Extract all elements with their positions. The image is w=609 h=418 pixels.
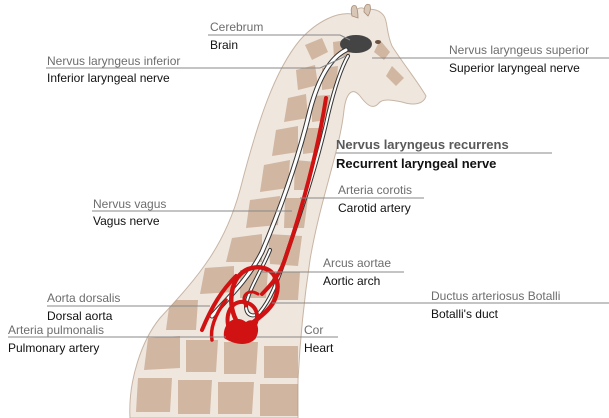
label-vagus-common: Vagus nerve [93,214,160,228]
label-aortic-arch-latin: Arcus aortae [323,256,391,270]
heart-shape [224,319,258,344]
label-carotid-latin: Arteria corotis [338,183,412,197]
label-recurrent-laryngeal-common: Recurrent laryngeal nerve [336,156,496,172]
label-recurrent-laryngeal-latin: Nervus laryngeus recurrens [336,137,509,153]
label-ductus-latin: Ductus arteriosus Botalli [431,289,560,303]
label-cerebrum-latin: Cerebrum [210,20,263,34]
label-inferior-laryngeal-latin: Nervus laryngeus inferior [47,54,180,68]
label-pulmonary-latin: Arteria pulmonalis [8,323,104,337]
label-dorsal-aorta-common: Dorsal aorta [47,309,112,323]
label-heart-latin: Cor [304,323,323,337]
label-cerebrum-common: Brain [210,38,238,52]
label-superior-laryngeal-common: Superior laryngeal nerve [449,61,580,75]
label-inferior-laryngeal-common: Inferior laryngeal nerve [47,71,170,85]
ossicone-shape [351,5,358,18]
label-pulmonary-common: Pulmonary artery [8,341,99,355]
label-aortic-arch-common: Aortic arch [323,274,380,288]
label-carotid-common: Carotid artery [338,201,411,215]
label-vagus-latin: Nervus vagus [93,197,166,211]
label-dorsal-aorta-latin: Aorta dorsalis [47,291,120,305]
giraffe-eye [375,40,381,44]
label-ductus-common: Botalli's duct [431,307,498,321]
label-heart-common: Heart [304,341,333,355]
label-superior-laryngeal-latin: Nervus laryngeus superior [449,43,589,57]
